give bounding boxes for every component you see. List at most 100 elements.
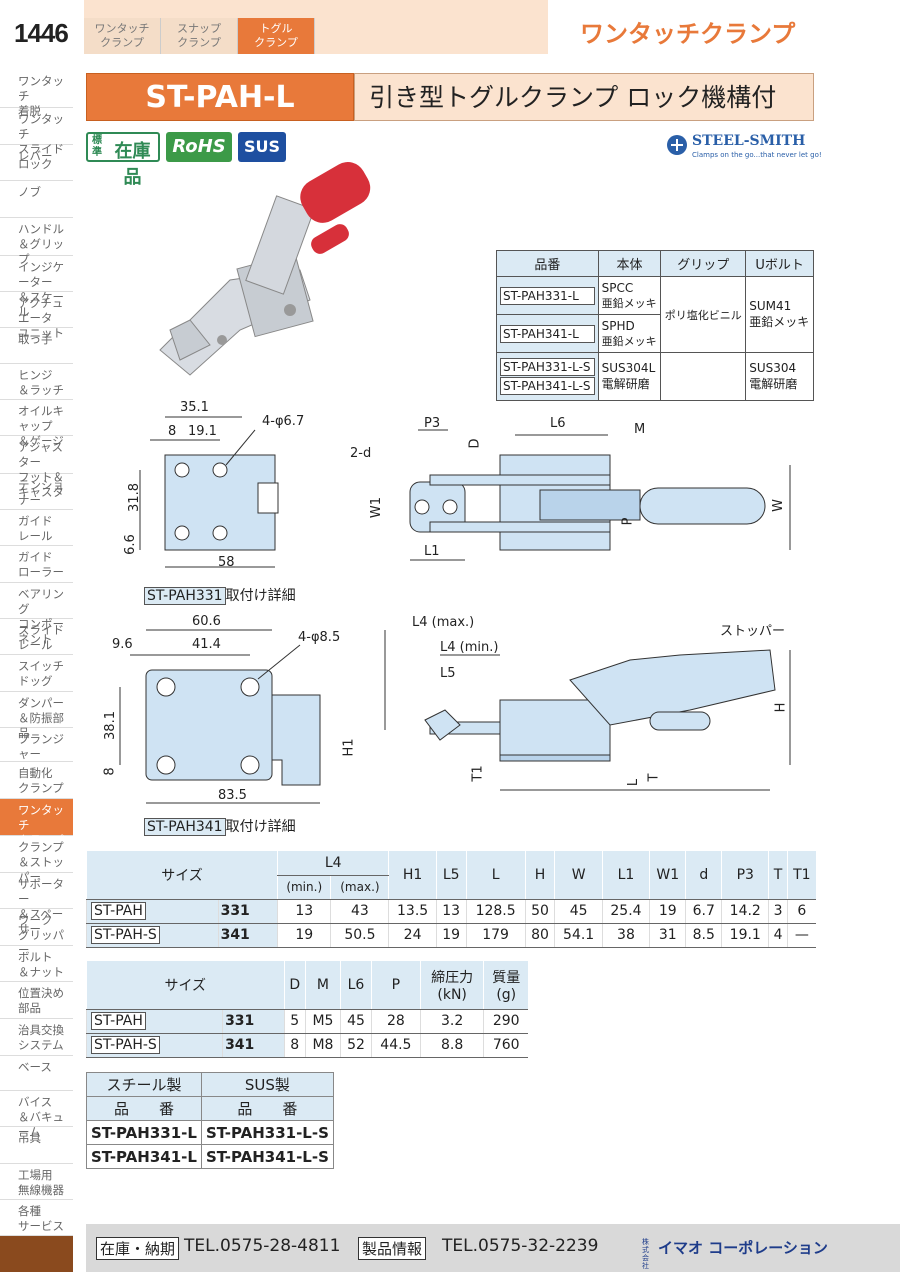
size-name-cell: ST-PAH-S	[85, 1033, 223, 1058]
tab-one-touch[interactable]: ワンタッチクランプ	[84, 18, 161, 54]
spec-ubolt-cell: SUS304 電解研磨	[745, 352, 814, 401]
sidebar-item[interactable]: 各種サービス	[0, 1200, 73, 1236]
dims-col-header: L6	[340, 961, 372, 1010]
sidebar-item[interactable]: アクチュエータユニット	[0, 292, 73, 340]
sidebar-item[interactable]: 取っ手	[0, 328, 73, 364]
sidebar-item-label: ワンタッチ	[18, 74, 64, 103]
spec-body-material: SPHD	[601, 318, 635, 333]
dims-value: 8.5	[685, 923, 722, 948]
size-number: 331	[217, 899, 278, 924]
dim-label: H	[773, 702, 789, 713]
spec-ubolt-finish: 電解研磨	[749, 377, 798, 391]
product-photo	[159, 162, 371, 376]
sidebar-item[interactable]: ワークグリッパー	[0, 909, 73, 957]
dims-value: 19.1	[721, 923, 769, 948]
dims-value: 290	[483, 1009, 528, 1034]
spec-grip: ポリ塩化ビニル	[660, 276, 747, 353]
sidebar-item[interactable]: 治具交換システム	[0, 1019, 73, 1056]
sidebar-item[interactable]: ハンドル＆グリップ	[0, 218, 73, 266]
sidebar-item[interactable]: ベアリングコンポーネント	[0, 583, 73, 646]
sidebar-item[interactable]: ワンタッチクランプ	[0, 799, 73, 847]
dims-l4min-header: (min.)	[277, 875, 331, 900]
sidebar-item[interactable]: 吊具	[0, 1127, 73, 1164]
order-code: ST-PAH331-L-S	[200, 1120, 334, 1145]
dim-label: W	[770, 499, 786, 512]
sidebar-item-label: ガイド	[18, 550, 53, 564]
dim-label: L5	[440, 666, 456, 681]
sidebar-item-label: オイルキャップ	[18, 404, 64, 433]
stopper-label: ストッパー	[720, 624, 786, 639]
sidebar-item-label: ＆ナット	[18, 965, 64, 979]
dims-value: —	[786, 923, 816, 948]
header-category: ワンタッチクランプ	[580, 20, 796, 48]
sidebar-item-label: プランジャー	[18, 732, 64, 761]
tab-toggle[interactable]: トグルクランプ	[238, 18, 315, 54]
dims-size-header: サイズ	[85, 851, 278, 900]
sidebar-item[interactable]: ベース	[0, 1056, 73, 1091]
footer-info-tel[interactable]: TEL.0575-32-2239	[442, 1236, 599, 1256]
dims-l4-header: L4	[277, 851, 389, 876]
sidebar-item-label: サービス	[18, 1219, 64, 1233]
dims-value: 13.5	[388, 899, 437, 924]
spec-header: Uボルト	[745, 250, 814, 277]
dim-label: 6.6	[122, 534, 138, 555]
side-view-drawing	[384, 630, 791, 791]
sidebar-item[interactable]: ワンタッチスライドロック	[0, 108, 73, 171]
sidebar-item[interactable]: インジケーター＆スケール	[0, 256, 73, 319]
tab-snap[interactable]: スナップクランプ	[161, 18, 238, 54]
sidebar-item[interactable]: アジャスターフット＆キャスタ	[0, 436, 73, 499]
mass-label: 質量	[492, 969, 521, 986]
spec-header: 本体	[597, 250, 662, 277]
sidebar-item[interactable]: オイルキャップ＆ゲージ	[0, 400, 73, 448]
sidebar-item-label: ＆防振部品	[18, 711, 64, 740]
table-row: ST-PAH-S 341 19 50.5 24 19 179 80 54.1 3…	[86, 923, 816, 948]
dim-label: L4 (min.)	[440, 640, 499, 655]
spec-grip-empty	[660, 352, 747, 401]
sidebar-item-label: アクチュエータ	[18, 296, 64, 325]
dims-col-header: T1	[786, 851, 816, 900]
sidebar-item[interactable]: レバー	[0, 145, 73, 181]
sidebar-item[interactable]: プランジャー	[0, 728, 73, 762]
spec-ubolt-material: SUS304	[749, 361, 797, 375]
dims-value: 8	[283, 1033, 306, 1058]
dim-label: D	[467, 438, 483, 449]
dim-label: 38.1	[102, 711, 118, 740]
sidebar-item[interactable]: ヒンジ＆ラッチ	[0, 364, 73, 400]
sidebar-item[interactable]: テンショナー	[0, 474, 73, 510]
dims-col-header: D	[283, 961, 306, 1010]
sidebar-item[interactable]: ワンタッチ着脱	[0, 70, 73, 118]
sidebar-item-label: 吊具	[18, 1131, 41, 1145]
size-name: ST-PAH	[91, 902, 146, 920]
dim-label: L	[626, 778, 642, 787]
sidebar-item[interactable]: スライドレール	[0, 619, 73, 655]
sidebar-item[interactable]: クランプ＆ストッパー	[0, 836, 73, 884]
sidebar-item-label: ＆ゲージ	[18, 434, 64, 448]
tab-label: クランプ	[177, 36, 221, 49]
spec-code: ST-PAH341-L-S	[500, 377, 595, 395]
sidebar-item[interactable]: ガイドローラー	[0, 546, 73, 583]
sidebar-item[interactable]: ガイドレール	[0, 510, 73, 546]
product-code-title: ST-PAH-L	[86, 73, 354, 121]
sidebar-item[interactable]: サポーター＆スペーサー	[0, 873, 73, 936]
sidebar-item[interactable]: 工場用無線機器	[0, 1164, 73, 1200]
sidebar-item[interactable]: ダンパー＆防振部品	[0, 692, 73, 740]
sidebar-item[interactable]: スイッチドッグ	[0, 655, 73, 692]
stock-small-label: 標準	[92, 135, 102, 158]
sidebar-item[interactable]: ノブ	[0, 181, 73, 218]
sidebar-item[interactable]: 自動化クランプ	[0, 762, 73, 799]
sidebar-item[interactable]: 位置決め部品	[0, 982, 73, 1019]
dim-label: 4-φ6.7	[262, 414, 305, 429]
order-code: ST-PAH341-L	[86, 1144, 202, 1169]
order-header-sus: SUS製	[200, 1072, 334, 1097]
spec-header: 品番	[496, 250, 599, 277]
footer-stock-tel[interactable]: TEL.0575-28-4811	[184, 1236, 341, 1256]
dim-label: L1	[424, 544, 440, 559]
sidebar-item-label: コンポーネント	[18, 617, 64, 646]
sidebar-item[interactable]: バイス＆バキューム	[0, 1091, 73, 1139]
sidebar-item[interactable]: ボルト＆ナット	[0, 946, 73, 982]
dims-value: 179	[465, 923, 526, 948]
dimensions-table-1: サイズ L4 H1 L5 L H W L1 W1 d P3 T T1 (min.…	[85, 851, 816, 948]
